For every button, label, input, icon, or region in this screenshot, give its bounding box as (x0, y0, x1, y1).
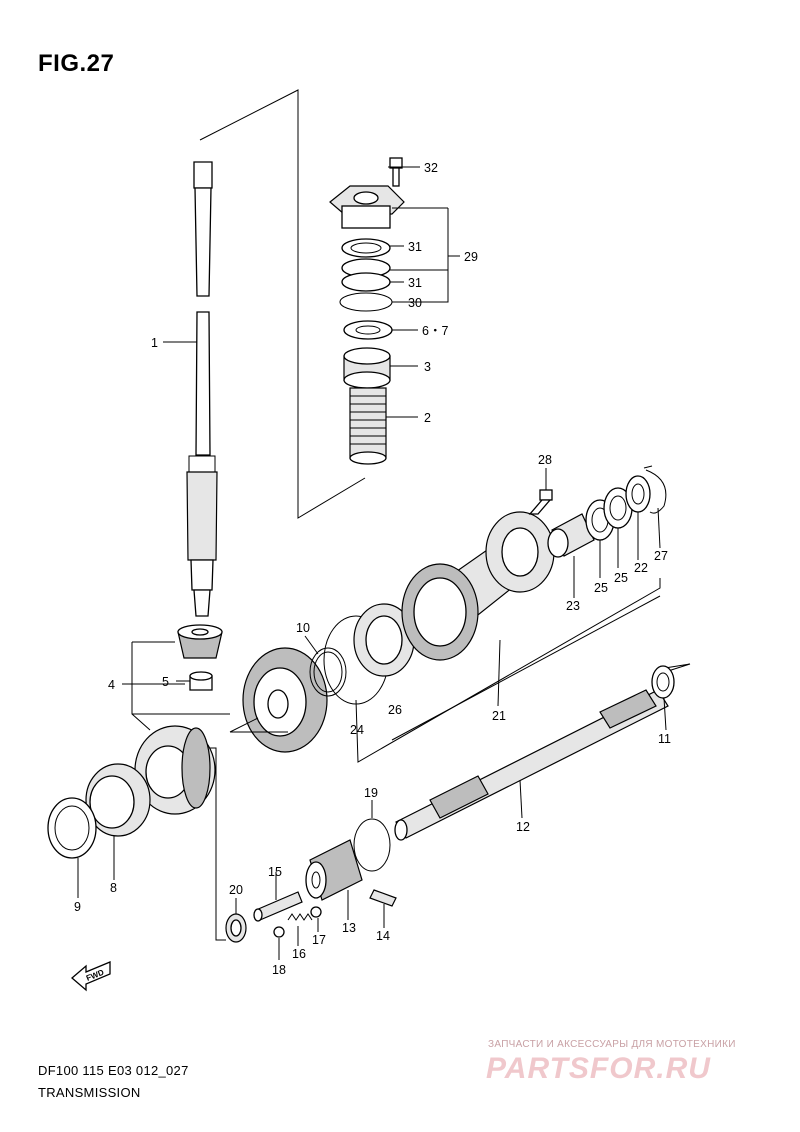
clutch-dog-13[interactable] (305, 839, 363, 901)
callout-12[interactable]: 12 (516, 820, 530, 834)
ball-17[interactable] (310, 906, 322, 918)
propeller-shaft-12[interactable] (394, 689, 669, 841)
callout-19[interactable]: 19 (364, 786, 378, 800)
callout-8[interactable]: 8 (110, 881, 117, 895)
callout-32[interactable]: 32 (424, 161, 438, 175)
nut-5[interactable] (189, 671, 213, 691)
callout-23[interactable]: 23 (566, 599, 580, 613)
sleeve-2[interactable] (349, 387, 387, 465)
callout-31a[interactable]: 31 (408, 240, 422, 254)
callout-16[interactable]: 16 (292, 947, 306, 961)
callout-30[interactable]: 30 (408, 296, 422, 310)
callout-2[interactable]: 2 (424, 411, 431, 425)
callout-17[interactable]: 17 (312, 933, 326, 947)
collar-20[interactable] (225, 913, 247, 943)
small-parts-bracket (210, 747, 226, 941)
fwd-arrow-icon: FWD (71, 961, 111, 992)
callout-9[interactable]: 9 (74, 900, 81, 914)
spring-16[interactable] (287, 913, 313, 921)
shaft-bracket-lines (199, 89, 366, 519)
forward-gear[interactable] (242, 647, 328, 753)
push-rod-15[interactable] (253, 891, 303, 922)
shim-9[interactable] (47, 797, 97, 859)
callout-20[interactable]: 20 (229, 883, 243, 897)
bearing-3[interactable] (343, 347, 391, 389)
callout-labels: 1 2 3 4 5 6・7 8 9 10 11 12 13 14 15 16 1… (74, 161, 671, 977)
o-ring-10[interactable] (309, 647, 347, 697)
callout-25a[interactable]: 25 (594, 581, 608, 595)
callout-22[interactable]: 22 (634, 561, 648, 575)
callout-25b[interactable]: 25 (614, 571, 628, 585)
pinion-gear[interactable] (177, 624, 223, 659)
watermark-tagline: ЗАПЧАСТИ И АКСЕССУАРЫ ДЛЯ МОТОТЕХНИКИ (488, 1039, 736, 1050)
shaft-arrow-tip (664, 663, 691, 673)
pin-ring-19[interactable] (353, 818, 391, 872)
figure-title: FIG.27 (38, 50, 115, 77)
callout-21[interactable]: 21 (492, 709, 506, 723)
callout-1[interactable]: 1 (151, 336, 158, 350)
group-4-bracket (131, 641, 230, 731)
leader-lines (77, 166, 667, 960)
callout-27[interactable]: 27 (654, 549, 668, 563)
callout-29[interactable]: 29 (464, 250, 478, 264)
prop-shaft-housing-21[interactable] (401, 511, 555, 661)
callout-26[interactable]: 26 (388, 703, 402, 717)
washer-22[interactable] (625, 475, 651, 513)
bolt-28[interactable] (528, 489, 553, 515)
ball-18[interactable] (273, 926, 285, 938)
housing-bracket-lines (355, 578, 661, 763)
callout-4[interactable]: 4 (108, 678, 115, 692)
section-name: TRANSMISSION (38, 1085, 141, 1100)
washer-11[interactable] (651, 665, 675, 699)
callout-11[interactable]: 11 (658, 732, 671, 746)
bearing-8[interactable] (85, 763, 151, 837)
callout-5[interactable]: 5 (162, 675, 169, 689)
seal-ring-31-upper[interactable] (341, 238, 391, 258)
gear-pointer-lines (229, 717, 288, 733)
o-ring-30[interactable] (339, 292, 393, 312)
reverse-gear[interactable] (134, 725, 216, 815)
watermark-brand-logo: PARTSFOR.RU (486, 1052, 711, 1085)
circlip-27[interactable] (643, 465, 667, 514)
shim-6-7[interactable] (343, 320, 393, 340)
bearing-26[interactable] (353, 603, 415, 677)
cross-pin-14[interactable] (369, 889, 397, 907)
callout-18[interactable]: 18 (272, 963, 286, 977)
model-code: DF100 115 E03 012_027 (38, 1063, 189, 1078)
pump-housing[interactable] (329, 185, 405, 229)
callout-28[interactable]: 28 (538, 453, 552, 467)
callout-31b[interactable]: 31 (408, 276, 422, 290)
callout-10[interactable]: 10 (296, 621, 310, 635)
drive-shaft[interactable] (186, 161, 218, 617)
bearing-23[interactable] (547, 513, 595, 558)
callout-6-7[interactable]: 6・7 (422, 324, 448, 338)
callout-3[interactable]: 3 (424, 360, 431, 374)
seal-ring-31-lower[interactable] (341, 258, 391, 292)
callout-14[interactable]: 14 (376, 929, 390, 943)
callout-24[interactable]: 24 (350, 723, 364, 737)
bolt-32[interactable] (389, 157, 403, 187)
callout-13[interactable]: 13 (342, 921, 356, 935)
callout-15[interactable]: 15 (268, 865, 282, 879)
